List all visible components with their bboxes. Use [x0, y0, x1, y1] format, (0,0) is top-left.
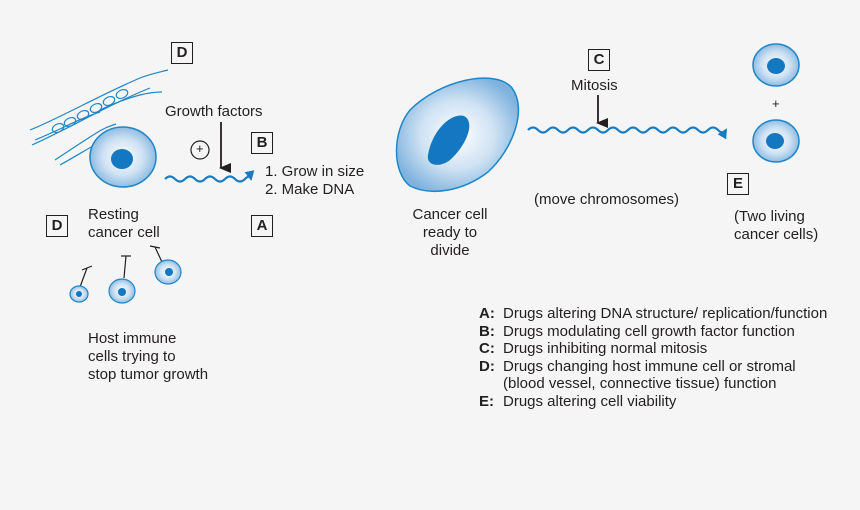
- growth-squiggle-arrow: [164, 170, 255, 183]
- daughter-cell-bottom-icon: [752, 119, 800, 163]
- cancer-cell-label-line2: ready to: [422, 224, 478, 241]
- label-box-e: E: [727, 173, 749, 195]
- label-box-a: A: [251, 215, 273, 237]
- resting-cancer-cell-icon: [89, 126, 157, 188]
- cancer-cell-label-line3: divide: [430, 242, 470, 259]
- legend-text: Drugs changing host immune cell or strom…: [503, 357, 796, 393]
- plus-circle-label: +: [196, 141, 204, 156]
- label-box-d-left: D: [46, 215, 68, 237]
- legend-item-e: E: Drugs altering cell viability: [479, 393, 839, 411]
- legend-key: E:: [479, 392, 494, 410]
- legend-item-d: D: Drugs changing host immune cell or st…: [479, 358, 839, 393]
- step-grow-label: 1. Grow in size: [265, 163, 365, 180]
- step-dna-label: 2. Make DNA: [265, 181, 355, 198]
- cells-plus-label: +: [772, 96, 780, 111]
- plus-circle-icon: [190, 140, 210, 160]
- cancer-cell-label-line1: Cancer cell: [412, 206, 488, 223]
- mitosis-label: Mitosis: [571, 77, 618, 94]
- legend-item-a: A: Drugs altering DNA structure/ replica…: [479, 305, 839, 323]
- host-label-line3: stop tumor growth: [88, 366, 209, 383]
- legend-item-b: B: Drugs modulating cell growth factor f…: [479, 323, 839, 341]
- legend-key: A:: [479, 305, 495, 322]
- daughter-cell-top-icon: [752, 43, 800, 87]
- legend-text: Drugs modulating cell growth factor func…: [503, 322, 795, 340]
- two-cells-label-line2: cancer cells): [734, 226, 819, 243]
- two-cells-label-line1: (Two living: [734, 208, 805, 225]
- label-box-c: C: [588, 49, 610, 71]
- mitosis-squiggle-arrow: [527, 126, 728, 140]
- growth-factors-label: Growth factors: [165, 103, 263, 120]
- move-chromosomes-label: (move chromosomes): [534, 191, 680, 208]
- host-label-line2: cells trying to: [88, 348, 176, 365]
- legend-item-c: C: Drugs inhibiting normal mitosis: [479, 340, 839, 358]
- legend-text: Drugs altering cell viability: [503, 392, 677, 410]
- host-label-line1: Host immune: [88, 330, 177, 347]
- legend-key: B:: [479, 322, 495, 340]
- legend-key: D:: [479, 357, 495, 375]
- resting-label-line2: cancer cell: [88, 224, 160, 241]
- host-immune-cells-icon: [69, 245, 182, 304]
- label-box-b: B: [251, 132, 273, 154]
- dividing-cancer-cell-icon: [395, 77, 520, 192]
- legend-text: Drugs altering DNA structure/ replicatio…: [503, 305, 828, 322]
- label-box-d-top: D: [171, 42, 193, 64]
- legend-key: C:: [479, 340, 495, 357]
- resting-label-line1: Resting: [88, 206, 139, 223]
- legend-text: Drugs inhibiting normal mitosis: [503, 340, 708, 357]
- legend: A: Drugs altering DNA structure/ replica…: [479, 305, 839, 410]
